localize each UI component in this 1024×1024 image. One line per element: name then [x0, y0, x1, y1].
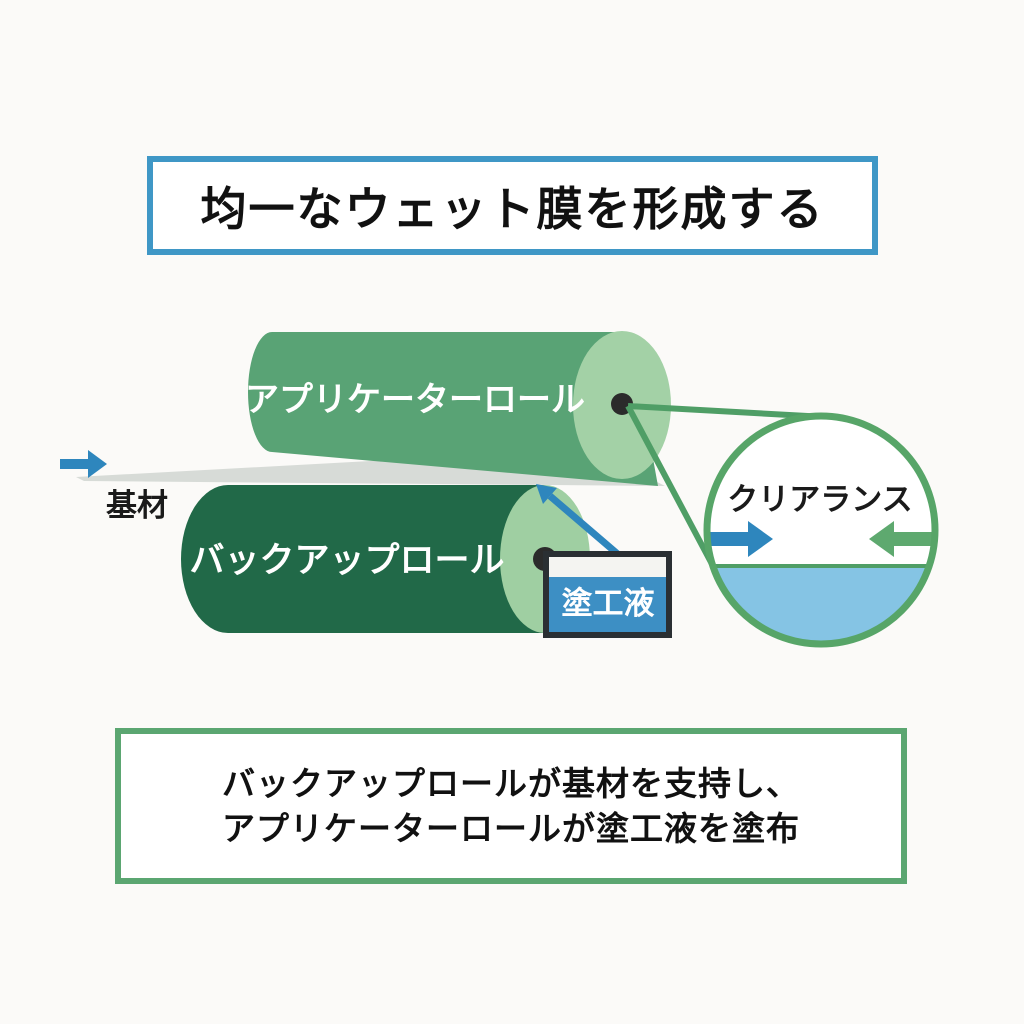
- title-box: 均一なウェット膜を形成する: [147, 156, 878, 255]
- caption-line-1: バックアップロールが基材を支持し、: [222, 765, 800, 802]
- applicator-roll-label: アプリケーターロール: [245, 381, 585, 419]
- backup-roll-label: バックアップロール: [189, 541, 504, 580]
- coating-liquid-fill: [549, 577, 666, 632]
- caption-box: バックアップロールが基材を支持し、 アプリケーターロールが塗工液を塗布: [115, 728, 907, 884]
- applicator-roll: アプリケーターロール: [245, 331, 671, 486]
- caption-line-2: アプリケーターロールが塗工液を塗布: [222, 810, 800, 847]
- clearance-label: クリアランス: [727, 482, 912, 517]
- clearance-left-arrow-icon: [709, 521, 773, 557]
- coating-supply-arrow-icon: [536, 484, 623, 559]
- page-title: 均一なウェット膜を形成する: [200, 182, 825, 235]
- substrate-direction-arrow-icon: [60, 450, 107, 478]
- clearance-circle-ring: [703, 412, 939, 648]
- coating-liquid-box: 塗工液: [543, 551, 672, 638]
- clearance-right-arrow-icon: [869, 521, 933, 557]
- coating-supply-arrow-shaft: [547, 493, 623, 559]
- coating-liquid-label: 塗工液: [562, 586, 655, 621]
- clearance-callout-circle: クリアランス: [703, 412, 939, 648]
- coating-supply-arrow-head: [536, 484, 557, 504]
- backup-roll: バックアップロール: [181, 485, 590, 633]
- backup-roll-body: [181, 485, 545, 633]
- connector-line-top: [627, 403, 827, 420]
- substrate-label: 基材: [106, 488, 168, 523]
- applicator-roll-body: [248, 332, 658, 486]
